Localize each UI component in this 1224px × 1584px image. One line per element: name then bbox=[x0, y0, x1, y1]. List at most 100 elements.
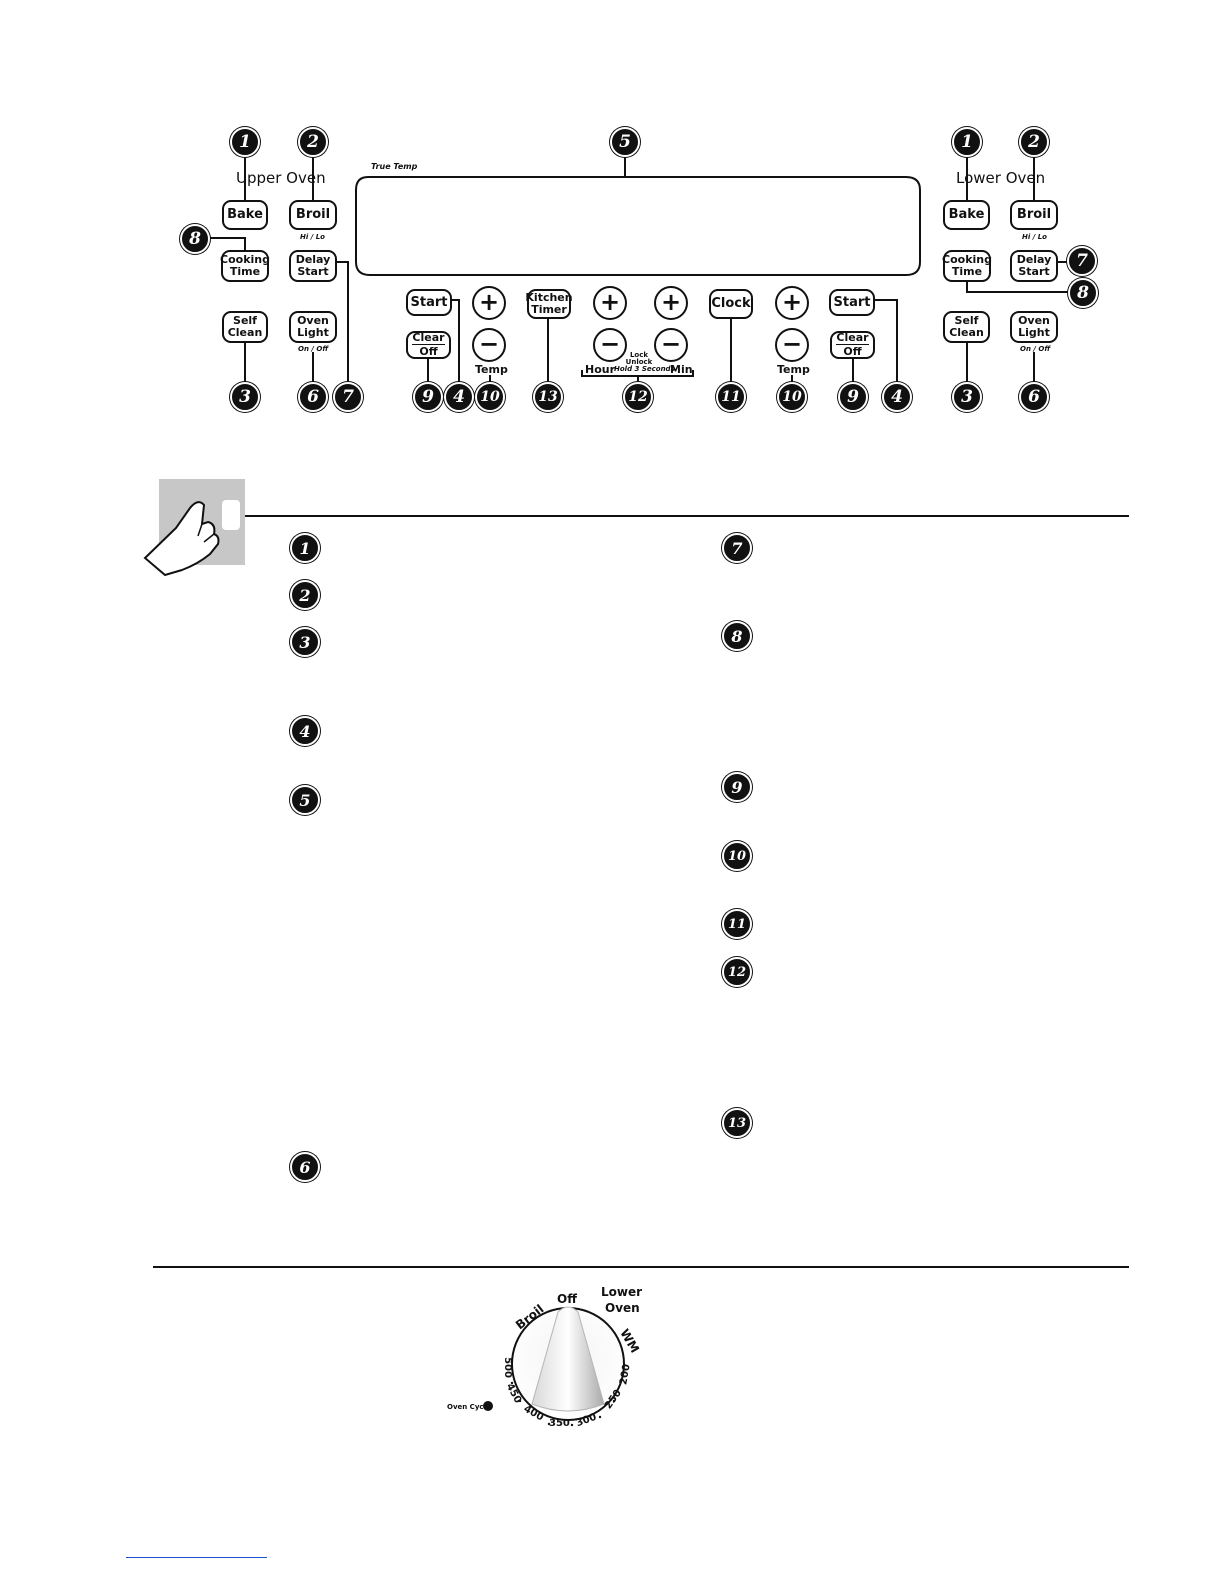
knob-lower-label: Lower bbox=[601, 1285, 643, 1299]
list-item-6: 6 bbox=[290, 1152, 320, 1182]
label: Cooking bbox=[220, 253, 270, 266]
label: Delay bbox=[295, 253, 331, 266]
hour-label: Hour bbox=[585, 363, 616, 376]
list-item-9: 9 bbox=[722, 772, 752, 802]
min-label: Min bbox=[670, 363, 693, 376]
callout-12: 12 bbox=[623, 382, 653, 412]
callout-9: 9 bbox=[838, 382, 868, 412]
hour-plus-button[interactable]: + bbox=[593, 286, 627, 320]
lower-bake-button[interactable]: Bake bbox=[943, 200, 990, 230]
upper-temp-minus-button[interactable]: − bbox=[472, 328, 506, 362]
callout-7: 7 bbox=[1067, 246, 1097, 276]
label: Off bbox=[419, 345, 438, 358]
list-item-7: 7 bbox=[722, 533, 752, 563]
upper-broil-sub: Hi / Lo bbox=[300, 233, 325, 241]
label: Unlock bbox=[625, 358, 653, 366]
kitchen-timer-button[interactable]: Kitchen Timer bbox=[525, 289, 573, 319]
callout-3: 3 bbox=[952, 382, 982, 412]
label: Hold 3 Seconds bbox=[614, 365, 675, 373]
callout-8: 8 bbox=[180, 224, 210, 254]
label: Kitchen bbox=[525, 291, 573, 304]
callout-2: 2 bbox=[298, 127, 328, 157]
label: Timer bbox=[531, 303, 567, 316]
lower-temp-minus-button[interactable]: − bbox=[775, 328, 809, 362]
list-item-4: 4 bbox=[290, 716, 320, 746]
upper-temp-plus-button[interactable]: + bbox=[472, 286, 506, 320]
upper-cooking-time-button[interactable]: Cooking Time bbox=[220, 250, 270, 282]
label: Clean bbox=[949, 326, 984, 339]
upper-oven-title: Upper Oven bbox=[236, 169, 326, 187]
knob-350-label: 350 bbox=[549, 1418, 570, 1429]
knob-500-label: 500 bbox=[501, 1357, 513, 1378]
label: Start bbox=[1018, 265, 1050, 278]
clock-button[interactable]: Clock bbox=[709, 289, 753, 319]
list-item-8: 8 bbox=[722, 621, 752, 651]
hour-minus-button[interactable]: − bbox=[593, 328, 627, 362]
lower-broil-sub: Hi / Lo bbox=[1022, 233, 1047, 241]
knob-off-label: Off bbox=[557, 1292, 577, 1306]
lower-broil-button[interactable]: Broil bbox=[1010, 200, 1058, 230]
label: Light bbox=[1018, 326, 1050, 339]
label: Self bbox=[233, 314, 257, 327]
upper-delay-start-button[interactable]: Delay Start bbox=[289, 250, 337, 282]
list-item-5: 5 bbox=[290, 785, 320, 815]
upper-oven-light-button[interactable]: Oven Light bbox=[289, 311, 337, 343]
callout-1: 1 bbox=[230, 127, 260, 157]
list-item-10: 10 bbox=[722, 841, 752, 871]
callout-10: 10 bbox=[777, 382, 807, 412]
control-panel-diagram: Upper Oven Lower Oven True Temp Bake Bro… bbox=[0, 0, 1224, 440]
callout-4: 4 bbox=[444, 382, 474, 412]
min-plus-button[interactable]: + bbox=[654, 286, 688, 320]
upper-temp-label: Temp bbox=[475, 363, 508, 376]
touch-hand-icon bbox=[143, 500, 240, 577]
knob-graphic bbox=[483, 1306, 625, 1427]
label: Time bbox=[229, 265, 261, 278]
label: Oven bbox=[1018, 314, 1050, 327]
upper-bake-button[interactable]: Bake bbox=[222, 200, 268, 230]
label: Lock bbox=[629, 351, 649, 359]
upper-start-button[interactable]: Start bbox=[406, 289, 452, 316]
list-item-13: 13 bbox=[722, 1108, 752, 1138]
lower-start-button[interactable]: Start bbox=[829, 289, 875, 316]
callout-6: 6 bbox=[298, 382, 328, 412]
callout-4: 4 bbox=[882, 382, 912, 412]
list-item-3: 3 bbox=[290, 627, 320, 657]
lower-clear-off-button[interactable]: Clear Off bbox=[830, 331, 875, 359]
callout-2: 2 bbox=[1019, 127, 1049, 157]
upper-self-clean-button[interactable]: Self Clean bbox=[222, 311, 268, 343]
knob-oven-label: Oven bbox=[605, 1301, 640, 1315]
lower-oven-knob: Off Broil Lower Oven WM 500 450 400 350 … bbox=[440, 1280, 660, 1440]
footer-link-underline[interactable] bbox=[126, 1557, 267, 1558]
leader-lines bbox=[208, 156, 1069, 383]
lower-oven-light-button[interactable]: Oven Light bbox=[1010, 311, 1058, 343]
label: Cooking bbox=[942, 253, 992, 266]
label: Clear bbox=[836, 331, 869, 345]
callout-8: 8 bbox=[1068, 278, 1098, 308]
callout-13: 13 bbox=[533, 382, 563, 412]
display-label: True Temp bbox=[371, 162, 418, 171]
label: Clean bbox=[227, 326, 263, 339]
lower-self-clean-button[interactable]: Self Clean bbox=[943, 311, 990, 343]
label: Delay bbox=[1016, 253, 1052, 266]
upper-oven-light-sub: On / Off bbox=[298, 345, 329, 353]
callout-1: 1 bbox=[952, 127, 982, 157]
label: Clear bbox=[412, 331, 445, 345]
display-outline bbox=[355, 176, 921, 276]
lower-delay-start-button[interactable]: Delay Start bbox=[1010, 250, 1058, 282]
callout-7: 7 bbox=[333, 382, 363, 412]
lower-oven-light-sub: On / Off bbox=[1020, 345, 1051, 353]
oven-cycle-light bbox=[483, 1401, 493, 1411]
list-item-2: 2 bbox=[290, 580, 320, 610]
upper-broil-button[interactable]: Broil bbox=[289, 200, 337, 230]
lower-cooking-time-button[interactable]: Cooking Time bbox=[942, 250, 992, 282]
label: Start bbox=[297, 265, 329, 278]
label: Time bbox=[951, 265, 983, 278]
lower-oven-title: Lower Oven bbox=[956, 169, 1046, 187]
lower-temp-plus-button[interactable]: + bbox=[775, 286, 809, 320]
upper-clear-off-button[interactable]: Clear Off bbox=[406, 331, 451, 359]
section-divider-bottom bbox=[153, 1266, 1129, 1268]
callout-3: 3 bbox=[230, 382, 260, 412]
callout-5: 5 bbox=[610, 127, 640, 157]
min-minus-button[interactable]: − bbox=[654, 328, 688, 362]
callout-11: 11 bbox=[716, 382, 746, 412]
